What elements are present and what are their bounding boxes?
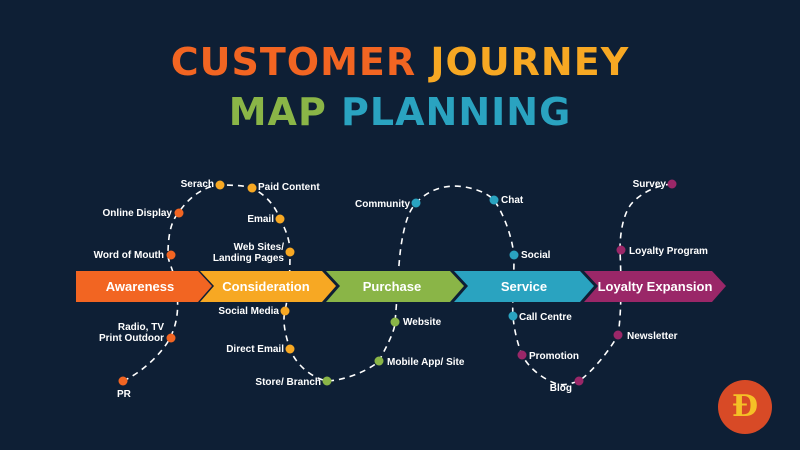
stage-arrow-awareness — [76, 271, 212, 302]
label-radio-tv: Radio, TV Print Outdoor — [99, 322, 164, 344]
dot-radio-tv — [166, 333, 176, 343]
stage-arrow-loyalty-expansion — [584, 271, 726, 302]
label-radio-line1: Radio, TV — [117, 322, 164, 333]
d-coin-logo-icon: Đ — [718, 380, 772, 434]
label-paid-content: Paid Content — [258, 182, 320, 193]
label-store-branch: Store/ Branch — [255, 377, 321, 388]
label-social-media: Social Media — [218, 306, 279, 317]
stage-label-awareness: Awareness — [105, 279, 175, 294]
label-call-centre: Call Centre — [519, 312, 572, 323]
dot-direct-email — [285, 344, 295, 354]
label-web-sites-line1: Web Sites/ — [233, 242, 284, 253]
dot-serach — [215, 180, 225, 190]
label-email: Email — [247, 214, 274, 225]
label-newsletter: Newsletter — [627, 331, 678, 342]
stage-arrow-consideration — [200, 271, 336, 302]
title-map: MAP — [228, 90, 327, 134]
dot-mobile-app — [374, 356, 384, 366]
label-web-sites-line2: Landing Pages — [212, 253, 284, 264]
dot-word-of-mouth — [166, 250, 176, 260]
dot-pr — [118, 376, 128, 386]
stage-label-purchase: Purchase — [362, 279, 422, 294]
label-promotion: Promotion — [529, 351, 579, 362]
label-direct-email: Direct Email — [226, 344, 284, 355]
label-community: Community — [355, 199, 410, 210]
dot-web-sites — [285, 247, 295, 257]
stage-arrow-service — [454, 271, 594, 302]
label-pr: PR — [117, 389, 131, 400]
dot-blog — [574, 376, 584, 386]
label-web-sites: Web Sites/ Landing Pages — [213, 242, 284, 264]
dot-newsletter — [613, 330, 623, 340]
title-planning: PLANNING — [341, 90, 572, 134]
dot-online-display — [174, 208, 184, 218]
dot-email — [275, 214, 285, 224]
dot-call-centre — [508, 311, 518, 321]
stage-label-service: Service — [500, 279, 548, 294]
label-social: Social — [521, 250, 551, 261]
label-serach: Serach — [180, 179, 214, 190]
title-line-2: MAP PLANNING — [0, 90, 800, 134]
label-website: Website — [403, 317, 442, 328]
dot-chat — [489, 195, 499, 205]
stage-label-consideration: Consideration — [222, 279, 310, 294]
title-line-1: CUSTOMER JOURNEY — [0, 40, 800, 84]
dot-promotion — [517, 350, 527, 360]
title-customer: CUSTOMER — [170, 40, 417, 84]
dot-store-branch — [322, 376, 332, 386]
dot-survey — [667, 179, 677, 189]
label-online-display: Online Display — [102, 208, 172, 219]
stage-arrow-purchase — [326, 271, 464, 302]
label-mobile-app: Mobile App/ Site — [387, 357, 465, 368]
title-journey: JOURNEY — [430, 40, 630, 84]
dot-website — [390, 317, 400, 327]
label-radio-line2: Print Outdoor — [99, 333, 164, 344]
dot-social-media — [280, 306, 290, 316]
label-word-of-mouth: Word of Mouth — [93, 250, 164, 261]
label-loyalty-program: Loyalty Program — [629, 246, 708, 257]
dot-paid-content — [247, 183, 257, 193]
dot-community — [411, 198, 421, 208]
label-survey: Survey — [632, 179, 666, 190]
label-blog: Blog — [549, 383, 572, 394]
dot-loyalty-program — [616, 245, 626, 255]
logo-glyph: Đ — [731, 389, 759, 424]
label-chat: Chat — [501, 195, 524, 206]
stage-label-loyalty-expansion: Loyalty Expansion — [597, 279, 713, 294]
dot-social — [509, 250, 519, 260]
